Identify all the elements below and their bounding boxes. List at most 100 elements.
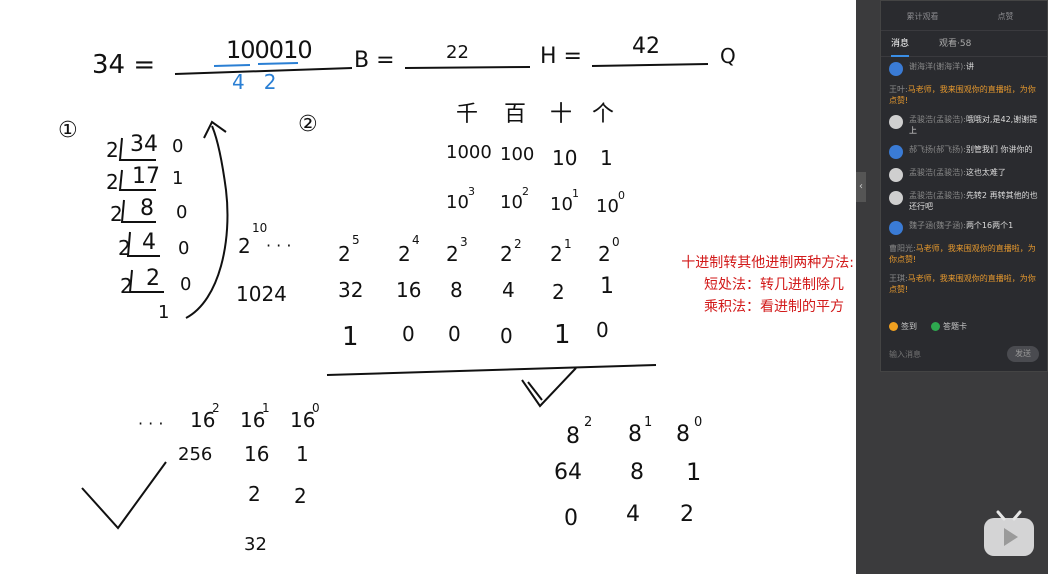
chat-text: 哦哦对,是42,谢谢提上 xyxy=(909,115,1038,135)
binary-result: 100010 xyxy=(226,36,313,64)
hex-pow-0-exp: 0 xyxy=(312,401,320,415)
chat-author: 孟骏浩(孟骏浩): xyxy=(909,168,966,177)
place-value-100: 100 xyxy=(500,144,535,165)
pow-2: 2 xyxy=(238,234,251,258)
hex-pow-0-base: 16 xyxy=(290,408,316,432)
chevron-left-icon: ‹ xyxy=(859,181,863,192)
signin-icon xyxy=(889,322,898,331)
pow10-1-base: 10 xyxy=(550,194,573,215)
div-remainder-5: 0 xyxy=(180,274,192,295)
div-quotient-2: 17 xyxy=(132,164,160,189)
decimal-34: 34 = xyxy=(92,50,156,80)
div-remainder-4: 0 xyxy=(178,238,190,259)
chat-author: 王叶: xyxy=(889,85,908,94)
avatar[interactable] xyxy=(889,221,903,235)
hex-pow-2-base: 16 xyxy=(190,408,216,432)
chat-text: 马老师，我来围观你的直播啦，为你点赞! xyxy=(889,274,1036,294)
avatar[interactable] xyxy=(889,62,903,76)
avatar[interactable] xyxy=(889,168,903,182)
chat-text: 先转2 再转其他的也还行吧 xyxy=(909,191,1038,211)
pow10-0-exp: 0 xyxy=(618,189,625,202)
hex-42: 42 xyxy=(632,34,660,59)
signin-button[interactable]: 签到 xyxy=(889,321,917,332)
oct-pow-0-exp: 0 xyxy=(694,415,703,430)
chat-message: 王琪:马老师，我来围观你的直播啦，为你点赞! xyxy=(889,273,1039,295)
chat-author: 孟骏浩(孟骏浩): xyxy=(909,115,966,124)
method-2-label: ② xyxy=(298,112,318,137)
chat-author: 曹阳光: xyxy=(889,244,916,253)
div-quotient-3: 8 xyxy=(140,196,154,221)
avatar[interactable] xyxy=(889,115,903,129)
hex-sum-32: 32 xyxy=(244,534,267,555)
div-remainder-3: 0 xyxy=(176,202,188,223)
oct-pow-1-exp: 1 xyxy=(644,415,653,430)
pow2-1-base: 2 xyxy=(550,242,563,266)
panel-divider: ‹ xyxy=(856,0,880,574)
tab-viewers[interactable]: 观看·58 xyxy=(939,38,972,49)
place-thousands: 千 xyxy=(456,102,479,127)
pow-2-exp-10: 10 xyxy=(252,221,268,235)
avatar[interactable] xyxy=(889,191,903,205)
bin-weight-1: 1 xyxy=(600,274,614,299)
div-quotient-4: 4 xyxy=(142,230,156,255)
send-button[interactable]: 发送 xyxy=(1007,346,1039,362)
pow10-1-exp: 1 xyxy=(572,187,579,200)
pow2-1-exp: 1 xyxy=(564,237,572,251)
pow10-2-exp: 2 xyxy=(522,185,529,198)
place-tens: 十 xyxy=(550,102,573,127)
avatar[interactable] xyxy=(889,145,903,159)
pow2-3-base: 2 xyxy=(446,242,459,266)
bin-weight-16: 16 xyxy=(396,278,422,302)
blue-group-digits: 4 2 xyxy=(232,70,277,94)
oct-pow-1-base: 8 xyxy=(628,422,642,447)
note-short-division: 短处法：转几进制除几 xyxy=(704,277,844,293)
bin-weight-8: 8 xyxy=(450,278,463,302)
answer-card-button[interactable]: 答题卡 xyxy=(931,321,967,332)
place-value-1: 1 xyxy=(600,146,613,170)
q-label: Q xyxy=(720,44,736,68)
ink-strokes xyxy=(81,62,709,530)
div-divisor-5: 2 xyxy=(120,274,133,298)
oct-digit-0: 2 xyxy=(680,502,694,527)
pow10-3-exp: 3 xyxy=(468,185,475,198)
div-last-remainder: 1 xyxy=(158,302,170,323)
chat-tabs: 消息 观看·58 xyxy=(881,31,1047,57)
bit-0: 0 xyxy=(596,318,609,342)
place-value-1000: 1000 xyxy=(446,142,492,163)
chat-input[interactable] xyxy=(889,349,1007,359)
chat-input-row: 发送 xyxy=(889,343,1039,365)
tab-messages[interactable]: 消息 xyxy=(891,31,910,57)
oct-weight-1: 1 xyxy=(686,458,702,486)
chat-message: 孟骏浩(孟骏浩):这也太难了 xyxy=(889,167,1039,182)
value-1024: 1024 xyxy=(236,282,287,306)
chat-text: 马老师，我来围观你的直播啦，为你点赞! xyxy=(889,85,1036,105)
chat-author: 郝飞扬(郝飞扬): xyxy=(909,145,966,154)
hex-digit-0: 2 xyxy=(294,484,307,508)
div-divisor-3: 2 xyxy=(110,202,123,226)
oct-pow-2-exp: 2 xyxy=(584,415,593,430)
chat-message: 孟骏浩(孟骏浩):先转2 再转其他的也还行吧 xyxy=(889,190,1039,212)
oct-digit-1: 4 xyxy=(626,502,640,527)
hex-weight-1: 1 xyxy=(296,442,309,466)
oct-digit-2: 0 xyxy=(564,506,578,531)
chat-message: 魏子涵(魏子涵):两个16两个1 xyxy=(889,220,1039,235)
stat-views: 累计观看 xyxy=(906,12,939,21)
div-divisor-2: 2 xyxy=(106,170,119,194)
chat-author: 孟骏浩(孟骏浩): xyxy=(909,191,966,200)
hex-pow-1-base: 16 xyxy=(240,408,266,432)
place-value-10: 10 xyxy=(552,146,578,170)
pow10-3-base: 10 xyxy=(446,192,469,213)
div-divisor-1: 2 xyxy=(106,138,119,162)
bin-weight-32: 32 xyxy=(338,278,364,302)
oct-pow-2-base: 8 xyxy=(566,424,580,449)
hex-dots: · · · xyxy=(138,414,164,433)
chat-text: 两个16两个1 xyxy=(965,221,1014,230)
live-chat-panel: 累计观看 点赞 消息 观看·58 谢海洋(谢海洋):讲王叶:马老师，我来围观你的… xyxy=(880,0,1048,372)
message-list: 谢海洋(谢海洋):讲王叶:马老师，我来围观你的直播啦，为你点赞!孟骏浩(孟骏浩)… xyxy=(881,57,1047,295)
collapse-panel-button[interactable]: ‹ xyxy=(856,172,866,202)
chat-message: 谢海洋(谢海洋):讲 xyxy=(889,61,1039,76)
hex-weight-256: 256 xyxy=(178,444,213,465)
whiteboard: 34 = 100010 4 2 B = 22 H = 42 Q ① 2 34 0… xyxy=(58,34,854,555)
div-quotient-1: 34 xyxy=(130,132,158,157)
pow2-0-exp: 0 xyxy=(612,235,620,249)
